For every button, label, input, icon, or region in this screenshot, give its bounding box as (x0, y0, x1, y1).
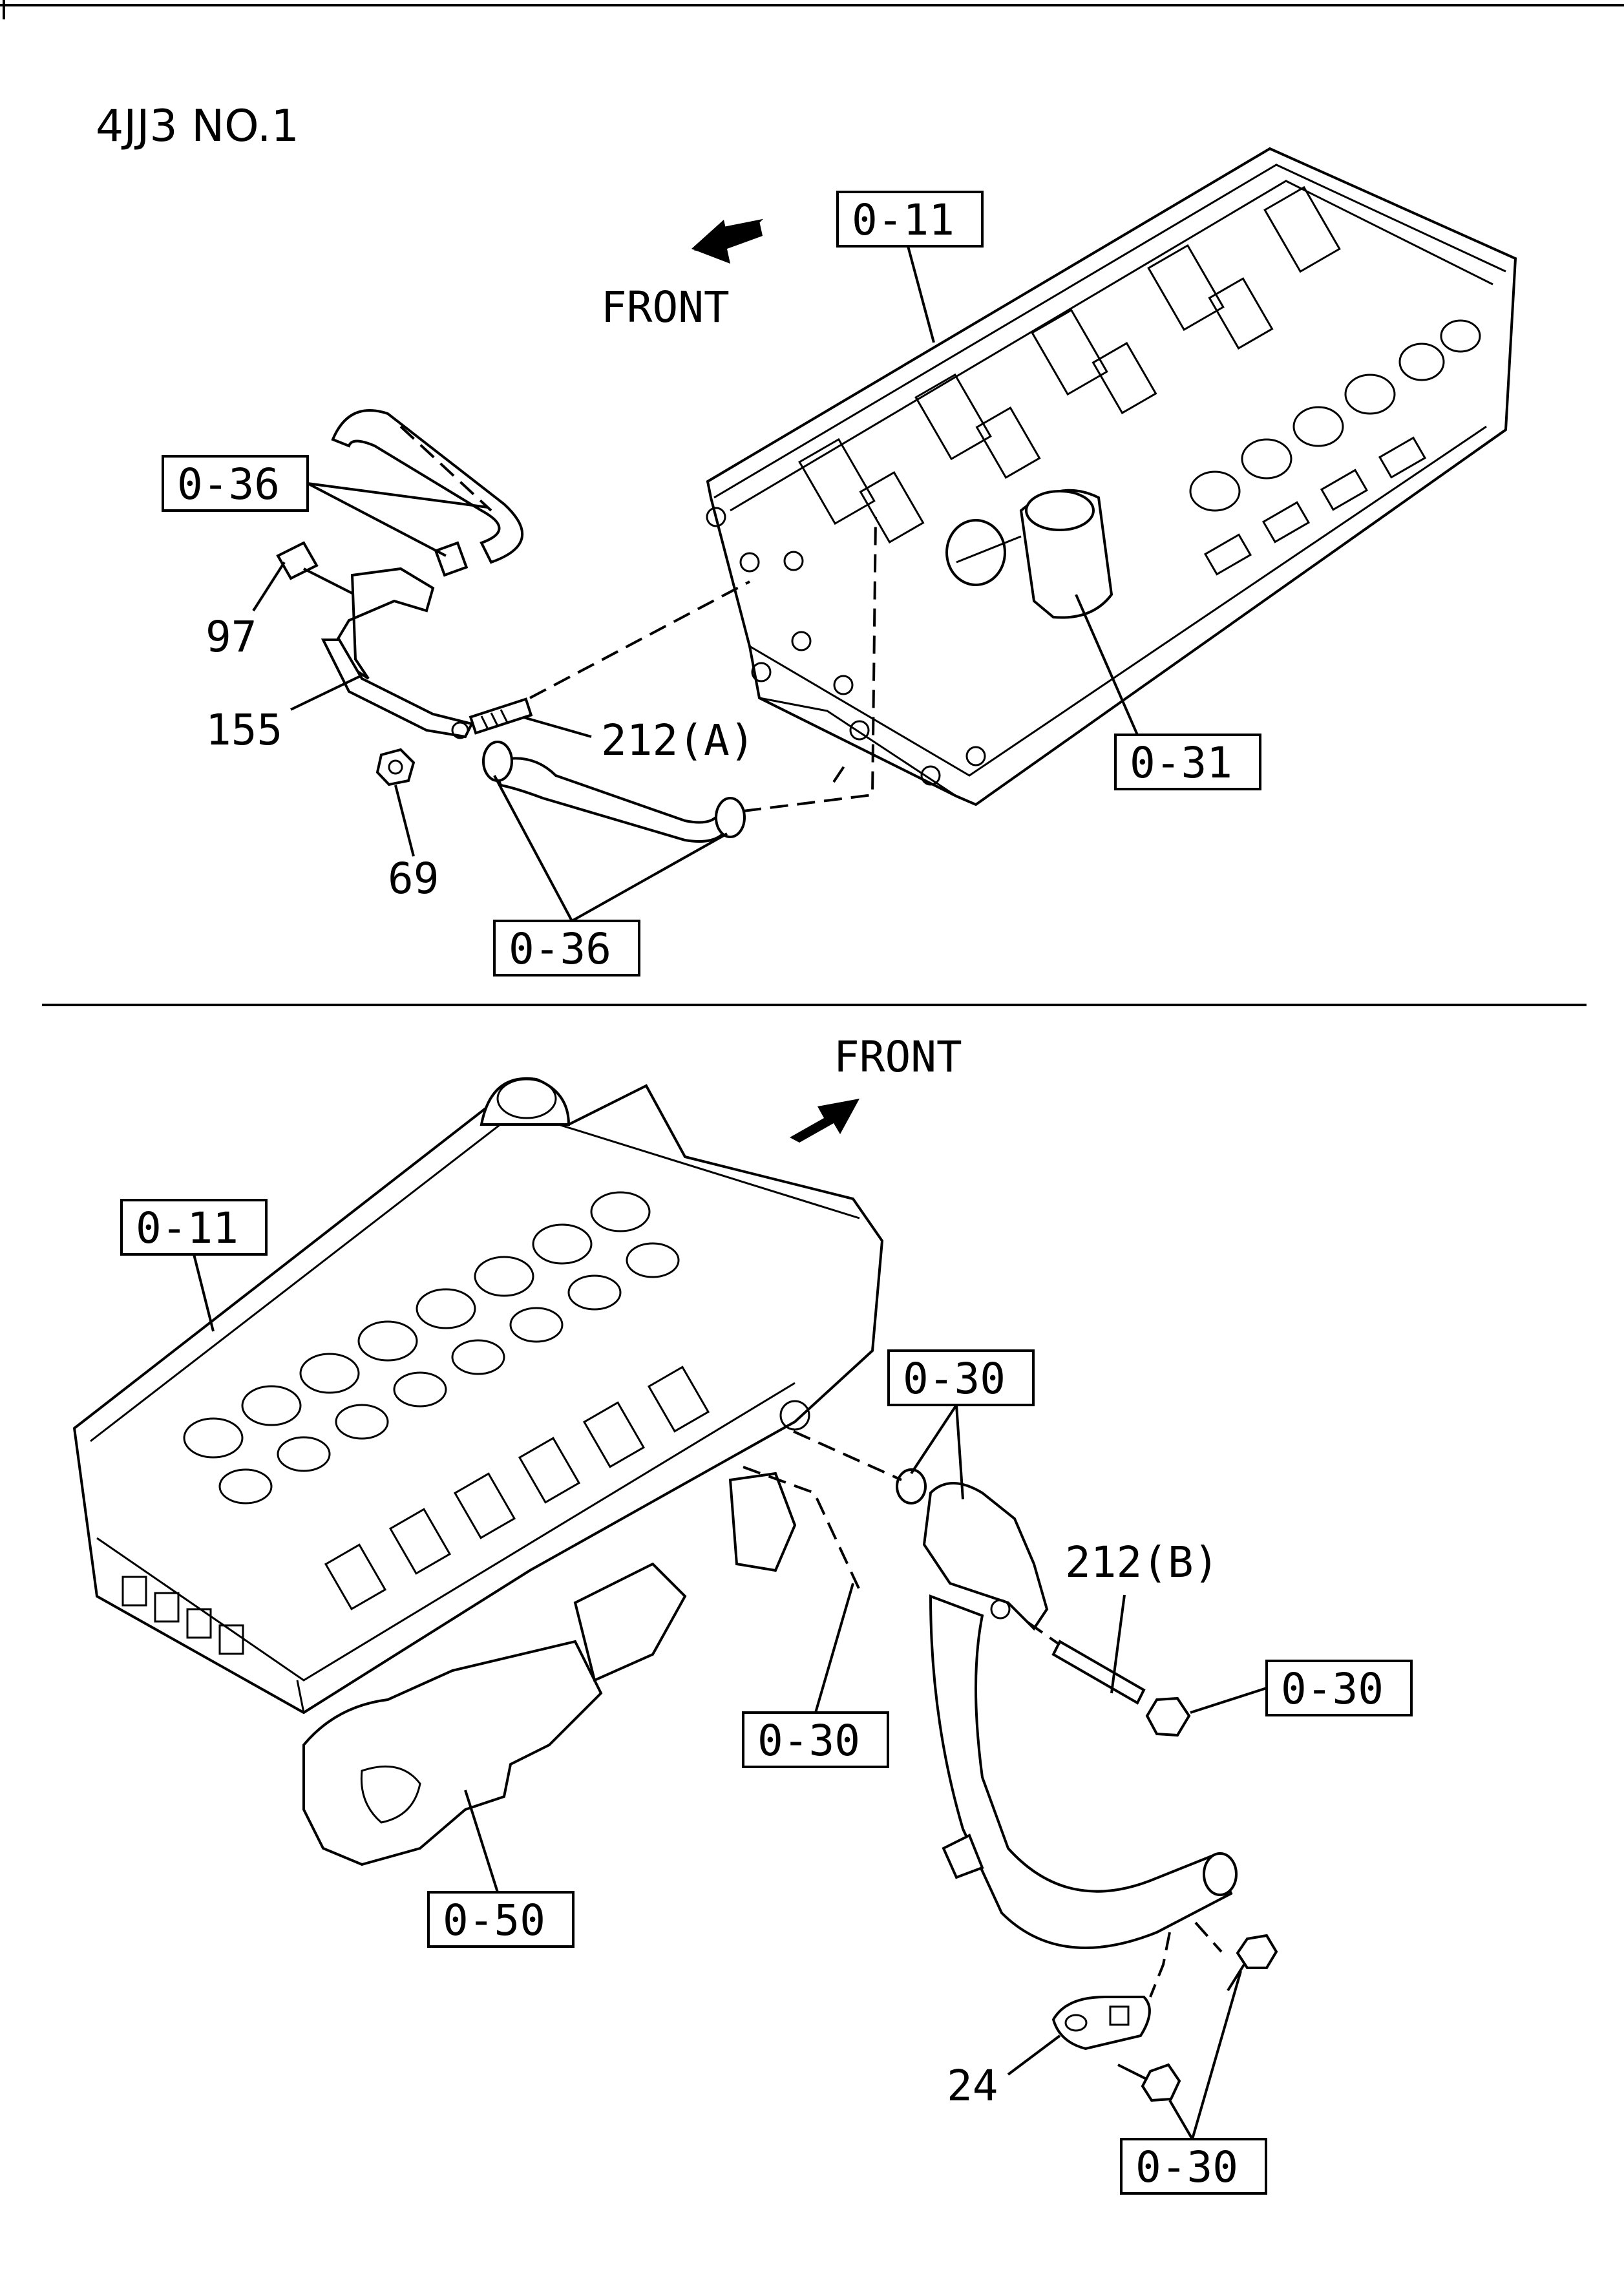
callout-box-head-top (836, 191, 984, 248)
callout-24: 24 (947, 2061, 998, 2111)
manifold-side-body (573, 1562, 687, 1682)
hose-clip-lower-left (482, 741, 513, 782)
callout-212a: 212(A) (601, 715, 755, 765)
leader-hose-upper (307, 482, 489, 557)
stud-212a (469, 697, 533, 735)
diagram-title: 4JJ3 NO.1 (96, 101, 299, 152)
o-ring (896, 1468, 927, 1504)
manifold-050 (302, 1640, 603, 1866)
pipe-end (1203, 1852, 1238, 1896)
callout-bolt-97: 97 (206, 612, 257, 662)
nut-69 (375, 748, 416, 787)
bracket-pipe-155 (321, 567, 474, 739)
leader-69 (394, 785, 415, 857)
stud-212b (1051, 1640, 1146, 1705)
callout-head-top: 0-11 (852, 195, 954, 245)
bolt-97 (276, 541, 353, 595)
cylinder-head-lower (72, 1077, 884, 1715)
callout-hose-upper: 0-36 (177, 459, 280, 509)
leader-bolts (1168, 1970, 1242, 2140)
gasket-dashed (743, 1466, 861, 1590)
front-label-top: FRONT (601, 282, 730, 332)
leader-24 (1007, 2034, 1061, 2076)
front-arrow-bottom-icon (790, 1099, 859, 1143)
front-label-bottom: FRONT (834, 1032, 962, 1082)
oring-dashed-line (793, 1430, 902, 1481)
front-arrow-head (691, 220, 763, 264)
callout-box-outlet (1114, 734, 1261, 790)
plate-dashed (1149, 1932, 1171, 1998)
callout-box-nut (1265, 1660, 1413, 1716)
callout-outlet: 0-31 (1130, 738, 1232, 788)
bolt-lower (1117, 2063, 1181, 2102)
top-view: FRONT 0-11 0-36 0-31 97 155 212(A) 69 0-… (162, 147, 1517, 977)
callout-212b: 212(B) (1065, 1537, 1219, 1587)
callout-gasket: 0-30 (757, 1716, 860, 1766)
callout-nut: 0-30 (1281, 1664, 1384, 1714)
upper-elbow (728, 1472, 797, 1572)
hose-clip-upper (434, 541, 469, 577)
leader-hose-lower (493, 775, 728, 922)
callout-bolts: 0-30 (1135, 2142, 1238, 2192)
pipe-side-stub (942, 1833, 984, 1879)
stud-b-dashed (1026, 1621, 1061, 1646)
bolt-dashed (1194, 1921, 1223, 1953)
hose-upper-centerline (399, 425, 492, 512)
callout-head-bottom: 0-11 (136, 1203, 238, 1253)
callout-box-head-bottom (120, 1199, 268, 1256)
nut-stud-b (1145, 1696, 1191, 1737)
leader-nut (1190, 1687, 1267, 1714)
plate-24 (1051, 1996, 1151, 2051)
callout-155: 155 (206, 705, 282, 755)
callout-box-hose-upper (162, 455, 309, 512)
leader-oring (910, 1404, 964, 1500)
leader-manifold (464, 1790, 499, 1893)
callout-box-gasket (742, 1711, 889, 1768)
bolt-upper-right (1227, 1934, 1278, 1992)
callout-69: 69 (388, 854, 439, 903)
callout-box-oring (887, 1349, 1035, 1406)
callout-oring: 0-30 (903, 1354, 1006, 1404)
leader-head-top (907, 246, 935, 343)
leader-212a (523, 716, 592, 738)
hose-lower-leader-dashed (743, 516, 877, 812)
callout-manifold: 0-50 (443, 1895, 545, 1945)
water-pipe (929, 1594, 1233, 1949)
dash-small (832, 761, 848, 783)
leader-head-bottom (193, 1254, 215, 1332)
hose-lower (489, 757, 732, 843)
leader-gasket (814, 1583, 854, 1713)
callout-box-manifold (427, 1891, 575, 1948)
leader-97 (252, 561, 286, 612)
water-pipe-neck (922, 1482, 1049, 1631)
hose-upper (331, 409, 524, 564)
stud-a-leader-dashed (529, 580, 750, 699)
callout-box-hose-lower (493, 920, 640, 977)
leader-212b (1110, 1594, 1126, 1694)
bottom-view: FRONT (72, 1032, 1413, 2195)
leader-155 (290, 674, 363, 711)
hose-clip-lower-right (715, 797, 746, 838)
callout-box-bolts (1120, 2138, 1267, 2195)
leader-outlet (1075, 594, 1139, 735)
cylinder-head-upper (706, 147, 1517, 807)
callout-hose-lower: 0-36 (509, 924, 611, 974)
